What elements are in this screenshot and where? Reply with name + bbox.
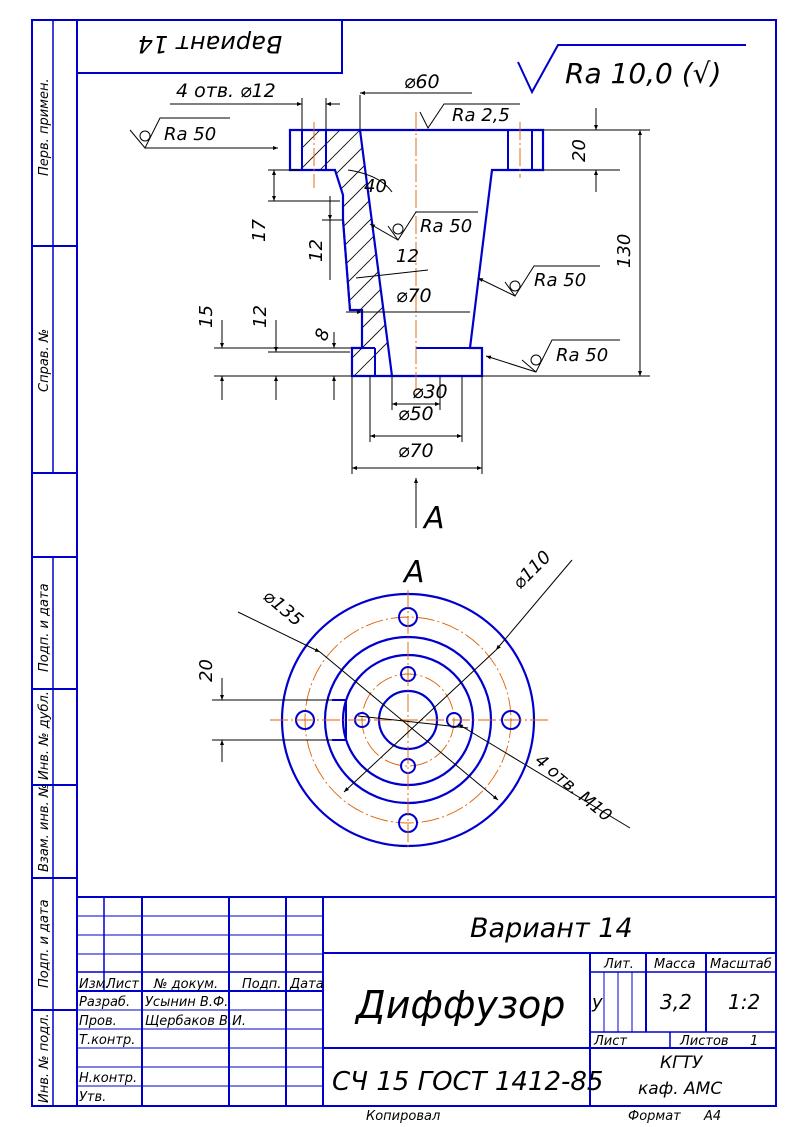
- side-label-dubl: Инв. № дубл.: [37, 691, 52, 780]
- dim-d110: ⌀110: [509, 547, 556, 594]
- dim-12-angle: 12: [396, 246, 419, 267]
- copied-label: Копировал: [366, 1109, 440, 1124]
- title-variant: Вариант 14: [470, 913, 633, 944]
- side-label-podp2: Подп. и дата: [37, 899, 52, 988]
- role-nkontr: Н.контр.: [79, 1071, 137, 1086]
- lbl-sheet: Лист: [593, 1034, 627, 1049]
- hdr-data: Дата: [289, 977, 324, 992]
- dim-h12-lower: 12: [250, 305, 271, 328]
- dim-d70-mid: ⌀70: [396, 285, 432, 307]
- hdr-izm: Изм.: [79, 977, 110, 992]
- role-razrab: Разраб.: [79, 995, 130, 1010]
- dim-d30: ⌀30: [412, 381, 448, 403]
- lbl-sheets: Листов: [679, 1034, 729, 1049]
- title-org2: каф. АМС: [638, 1079, 722, 1099]
- val-masshtab: 1:2: [728, 990, 760, 1014]
- view-a-title: A: [402, 555, 425, 590]
- lbl-lit: Лит.: [603, 957, 634, 972]
- dim-h17: 17: [249, 219, 270, 242]
- name-razrab: Усынин В.Ф.: [145, 995, 228, 1010]
- val-massa: 3,2: [660, 990, 692, 1014]
- dim-d60: ⌀60: [404, 71, 440, 93]
- dim-d50: ⌀50: [398, 403, 434, 425]
- title-org1: КГТУ: [660, 1053, 704, 1073]
- ra50-bottom: Ra 50: [556, 345, 608, 366]
- side-label-podl: Инв. № подл.: [37, 1013, 52, 1103]
- dim-h12-upper: 12: [306, 239, 327, 262]
- dim-h130: 130: [614, 234, 635, 268]
- dim-m10: 4 отв. М10: [531, 751, 616, 827]
- title-block: Вариант 14 Диффузор СЧ 15 ГОСТ 1412-85 К…: [77, 896, 776, 1106]
- dim-d135: ⌀135: [259, 586, 307, 631]
- ra50-inner: Ra 50: [420, 216, 472, 237]
- format-value: А4: [703, 1109, 721, 1124]
- title-name: Диффузор: [354, 983, 565, 1027]
- holes-note: 4 отв. ⌀12: [176, 80, 276, 102]
- sheet-frame: [31, 19, 777, 1107]
- dim-h20: 20: [569, 139, 590, 162]
- val-lit: у: [591, 992, 603, 1013]
- hdr-doc: № докум.: [153, 977, 218, 992]
- dim-a40: 40: [364, 176, 387, 197]
- dim-d70-bottom: ⌀70: [398, 440, 434, 462]
- ra50-outer: Ra 50: [534, 270, 586, 291]
- side-label-vzam: Взам. инв. №: [37, 784, 52, 872]
- hdr-list: Лист: [105, 977, 139, 992]
- view-a: [270, 590, 548, 850]
- title-material: СЧ 15 ГОСТ 1412-85: [332, 1067, 603, 1097]
- variant-box: Вариант 14: [76, 19, 343, 74]
- general-roughness-text: Ra 10,0 (√): [565, 57, 721, 90]
- val-sheets: 1: [750, 1034, 758, 1049]
- dim-h15: 15: [196, 305, 217, 328]
- side-label-perv: Перв. примен.: [37, 78, 52, 176]
- lbl-masshtab: Масштаб: [710, 957, 772, 972]
- ra25: Ra 2,5: [452, 105, 510, 126]
- lbl-massa: Масса: [654, 957, 695, 972]
- side-label-sprav: Справ. №: [37, 329, 52, 392]
- dim-flat-20: 20: [196, 659, 217, 682]
- ra50-top: Ra 50: [164, 124, 216, 145]
- format-label: Формат: [628, 1109, 681, 1124]
- section-dimensions: 4 отв. ⌀12 ⌀60 Ra 2,5 Ra 50 20 130 17: [129, 71, 650, 536]
- side-label-podp1: Подп. и дата: [37, 583, 52, 672]
- general-roughness: Ra 10,0 (√): [517, 44, 746, 95]
- role-tkontr: Т.контр.: [79, 1033, 135, 1048]
- hdr-podp: Подп.: [242, 977, 281, 992]
- view-arrow-label: A: [422, 501, 445, 536]
- variant-box-text: Вариант 14: [138, 30, 283, 58]
- role-utv: Утв.: [79, 1090, 106, 1105]
- dim-h8: 8: [311, 326, 335, 344]
- role-prov: Пров.: [79, 1014, 117, 1029]
- name-prov: Щербаков В.И.: [145, 1014, 246, 1029]
- side-labels: Перв. примен. Справ. № Подп. и дата Инв.…: [37, 78, 52, 1103]
